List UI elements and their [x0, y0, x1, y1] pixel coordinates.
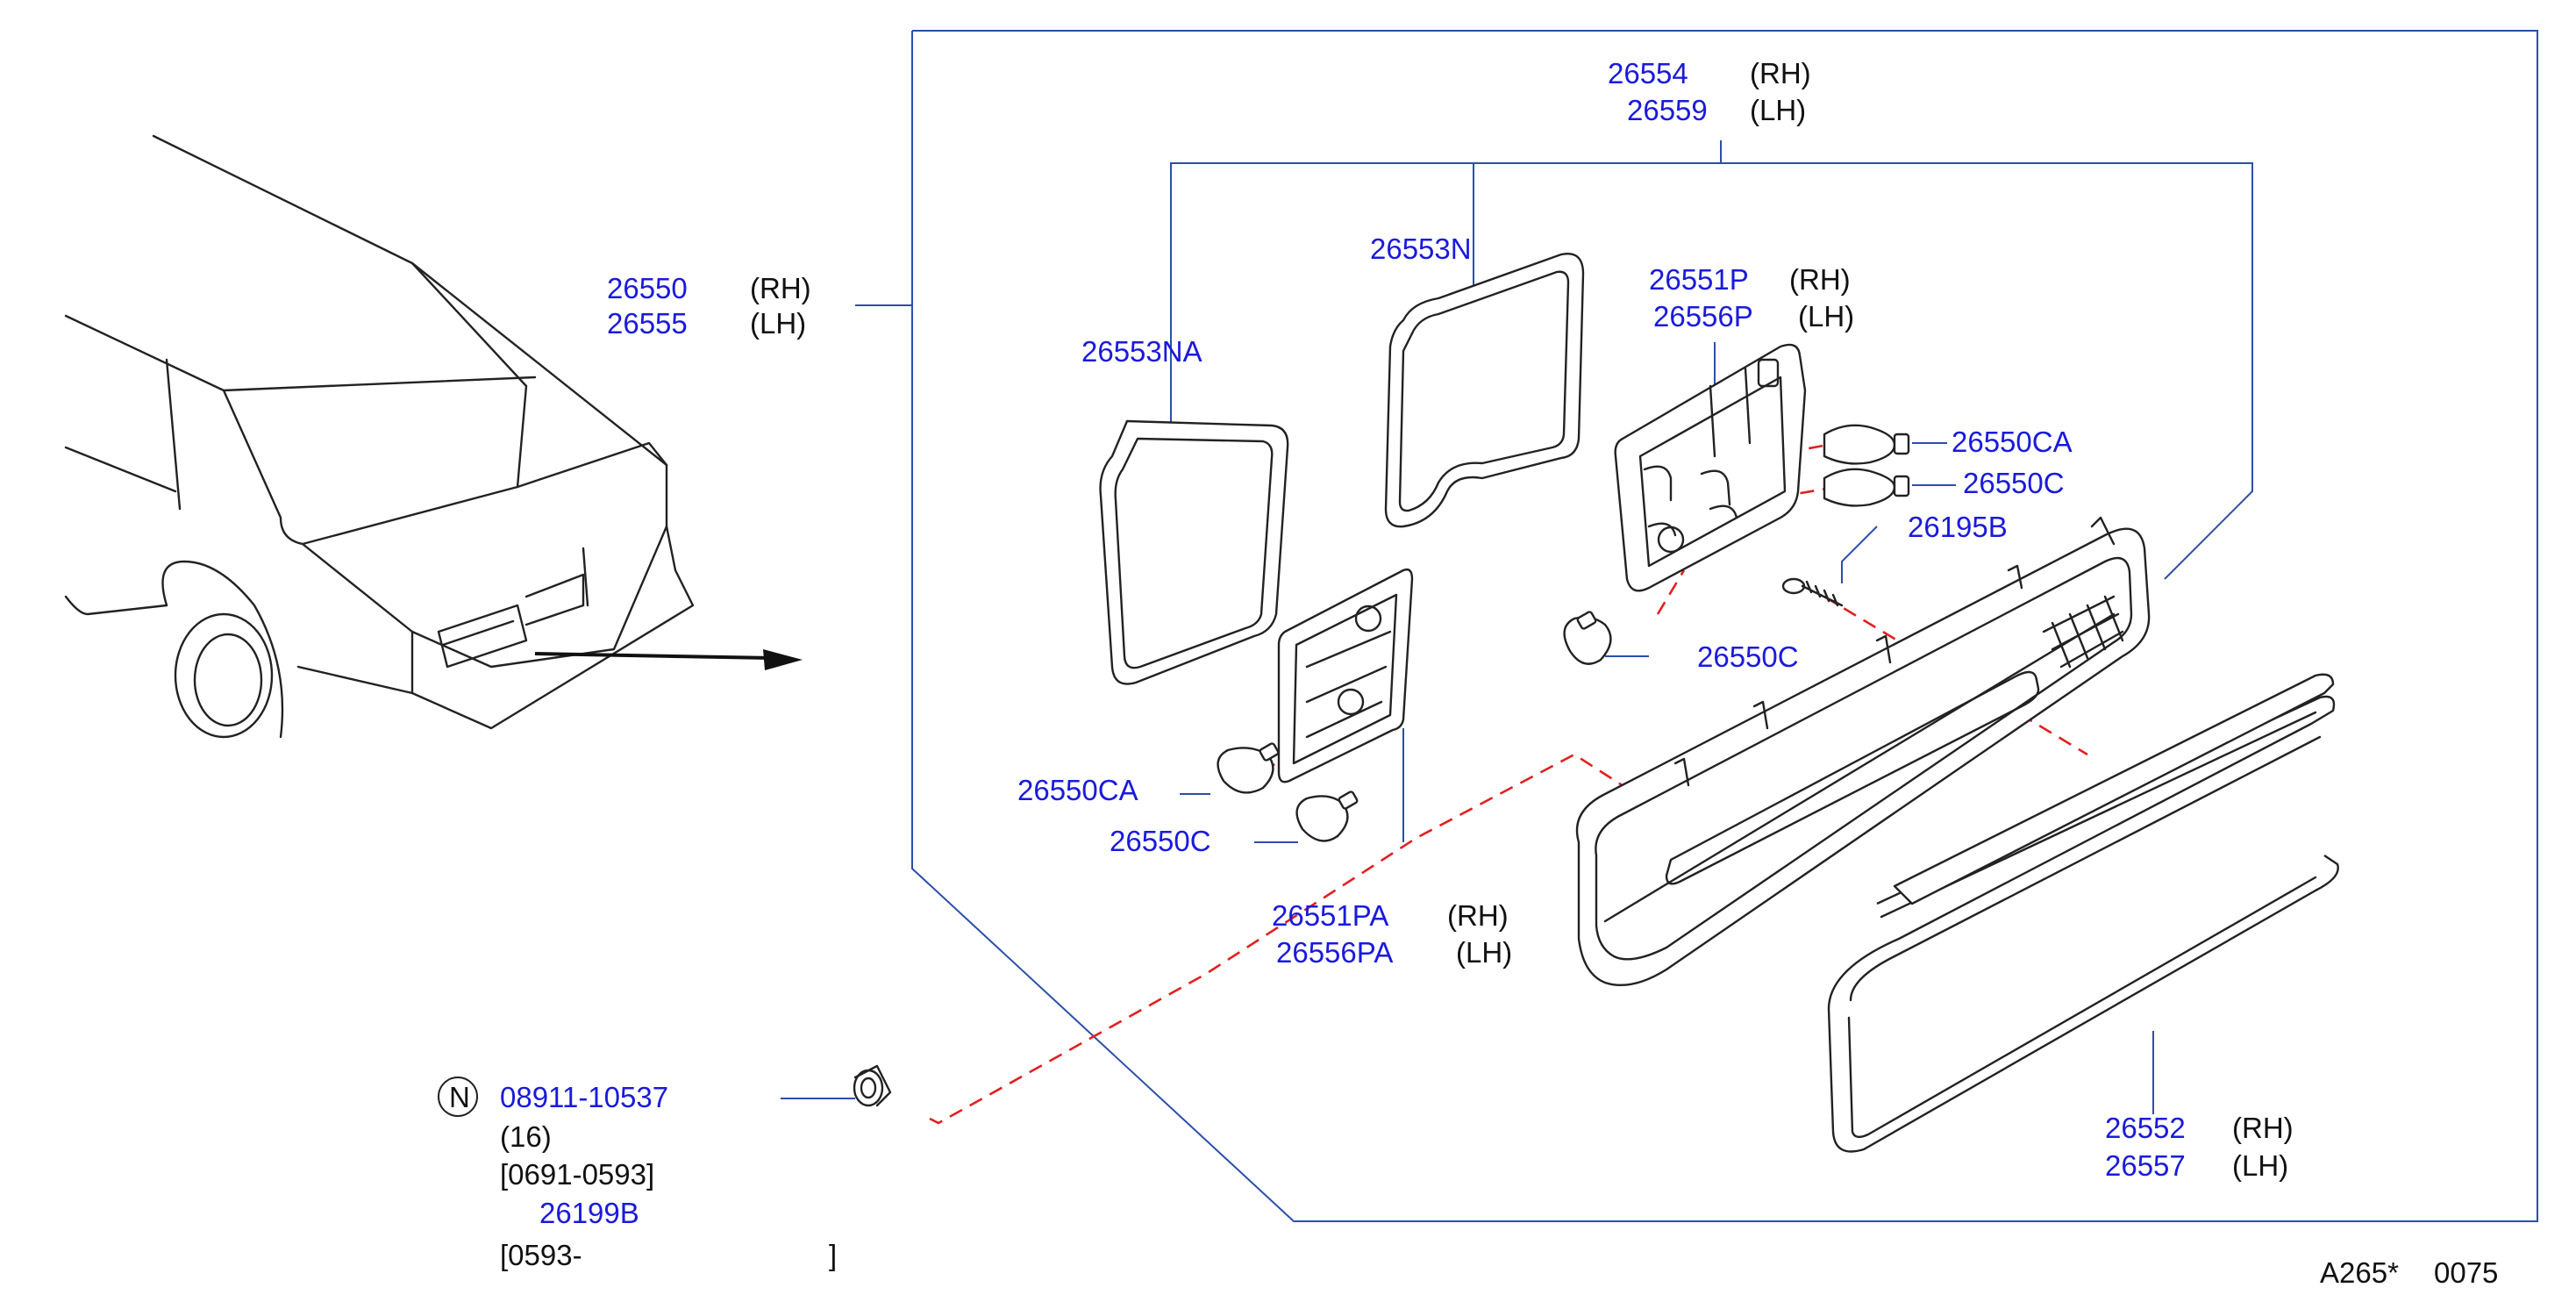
bulb-26550c-mid-icon: [1563, 611, 1612, 665]
diagram-code: A265*: [2320, 1256, 2399, 1289]
label-26559[interactable]: 26559: [1627, 94, 1708, 126]
n-symbol-text: N: [449, 1081, 470, 1113]
label-26550ca-top[interactable]: 26550CA: [1952, 426, 2073, 458]
label-26195b[interactable]: 26195B: [1908, 511, 2008, 543]
label-26550[interactable]: 26550: [607, 272, 688, 304]
label-26553n[interactable]: 26553N: [1370, 232, 1472, 265]
car-rear-illustration: [64, 134, 803, 739]
side-lh-26557: (LH): [2232, 1149, 2288, 1182]
label-26550c-top[interactable]: 26550C: [1963, 467, 2065, 499]
label-26555[interactable]: 26555: [607, 307, 688, 340]
date-range-2-start: [0593-: [500, 1239, 582, 1271]
side-rh-26550: (RH): [750, 272, 811, 304]
side-lh-26556p: (LH): [1798, 300, 1854, 333]
label-26557[interactable]: 26557: [2105, 1149, 2186, 1182]
side-rh-26551pa: (RH): [1447, 899, 1509, 932]
bulb-26550c-left-icon: [1295, 790, 1359, 842]
n-symbol-icon: [438, 1077, 478, 1117]
date-range-2-end: ]: [829, 1239, 837, 1271]
outer-gasket-26552-drawing: [1827, 673, 2339, 1153]
label-26554[interactable]: 26554: [1608, 57, 1688, 89]
date-range-1: [0691-0593]: [500, 1158, 654, 1191]
tail-lamp-lens-drawing: [1575, 516, 2151, 986]
label-26550c-mid[interactable]: 26550C: [1697, 640, 1799, 673]
label-26551pa[interactable]: 26551PA: [1272, 899, 1388, 932]
side-lh-26556pa: (LH): [1456, 936, 1512, 969]
bulb-26550c-top-icon: [1823, 468, 1910, 507]
label-08911-10537[interactable]: 08911-10537: [500, 1081, 668, 1113]
side-lh-26555: (LH): [750, 307, 806, 340]
label-26550c-left[interactable]: 26550C: [1110, 825, 1211, 857]
gasket-26553n-drawing: [1384, 253, 1585, 528]
screw-26195b-icon: [1781, 577, 1844, 607]
label-26556pa[interactable]: 26556PA: [1276, 936, 1393, 969]
part-labels: 26554 (RH) 26559 (LH) 26550 (RH) 26555 (…: [438, 57, 2498, 1289]
side-rh-26552: (RH): [2232, 1112, 2294, 1144]
direction-arrow-icon: [763, 649, 803, 670]
assembly-outline: [781, 30, 2538, 1222]
label-26553na[interactable]: 26553NA: [1081, 335, 1202, 368]
side-rh-26551p: (RH): [1789, 263, 1851, 296]
label-26551p[interactable]: 26551P: [1649, 263, 1749, 296]
side-rh-26554: (RH): [1750, 57, 1811, 89]
label-26199b[interactable]: 26199B: [539, 1197, 639, 1229]
bulb-26550ca-top-icon: [1823, 424, 1910, 465]
socket-plate-26551pa-drawing: [1277, 568, 1414, 783]
gasket-26553na-drawing: [1099, 419, 1289, 685]
clip-26199b-icon: [853, 1064, 892, 1107]
diagram-number: 0075: [2434, 1256, 2498, 1289]
bulbs: [1217, 424, 1910, 842]
bulb-26550ca-left-icon: [1217, 742, 1280, 794]
quantity-note: (16): [500, 1120, 552, 1153]
label-26556p[interactable]: 26556P: [1653, 300, 1753, 333]
label-26552[interactable]: 26552: [2105, 1112, 2186, 1144]
label-26550ca-left[interactable]: 26550CA: [1017, 774, 1138, 806]
socket-plate-26551p-drawing: [1614, 343, 1807, 592]
side-lh-26559: (LH): [1750, 94, 1806, 126]
